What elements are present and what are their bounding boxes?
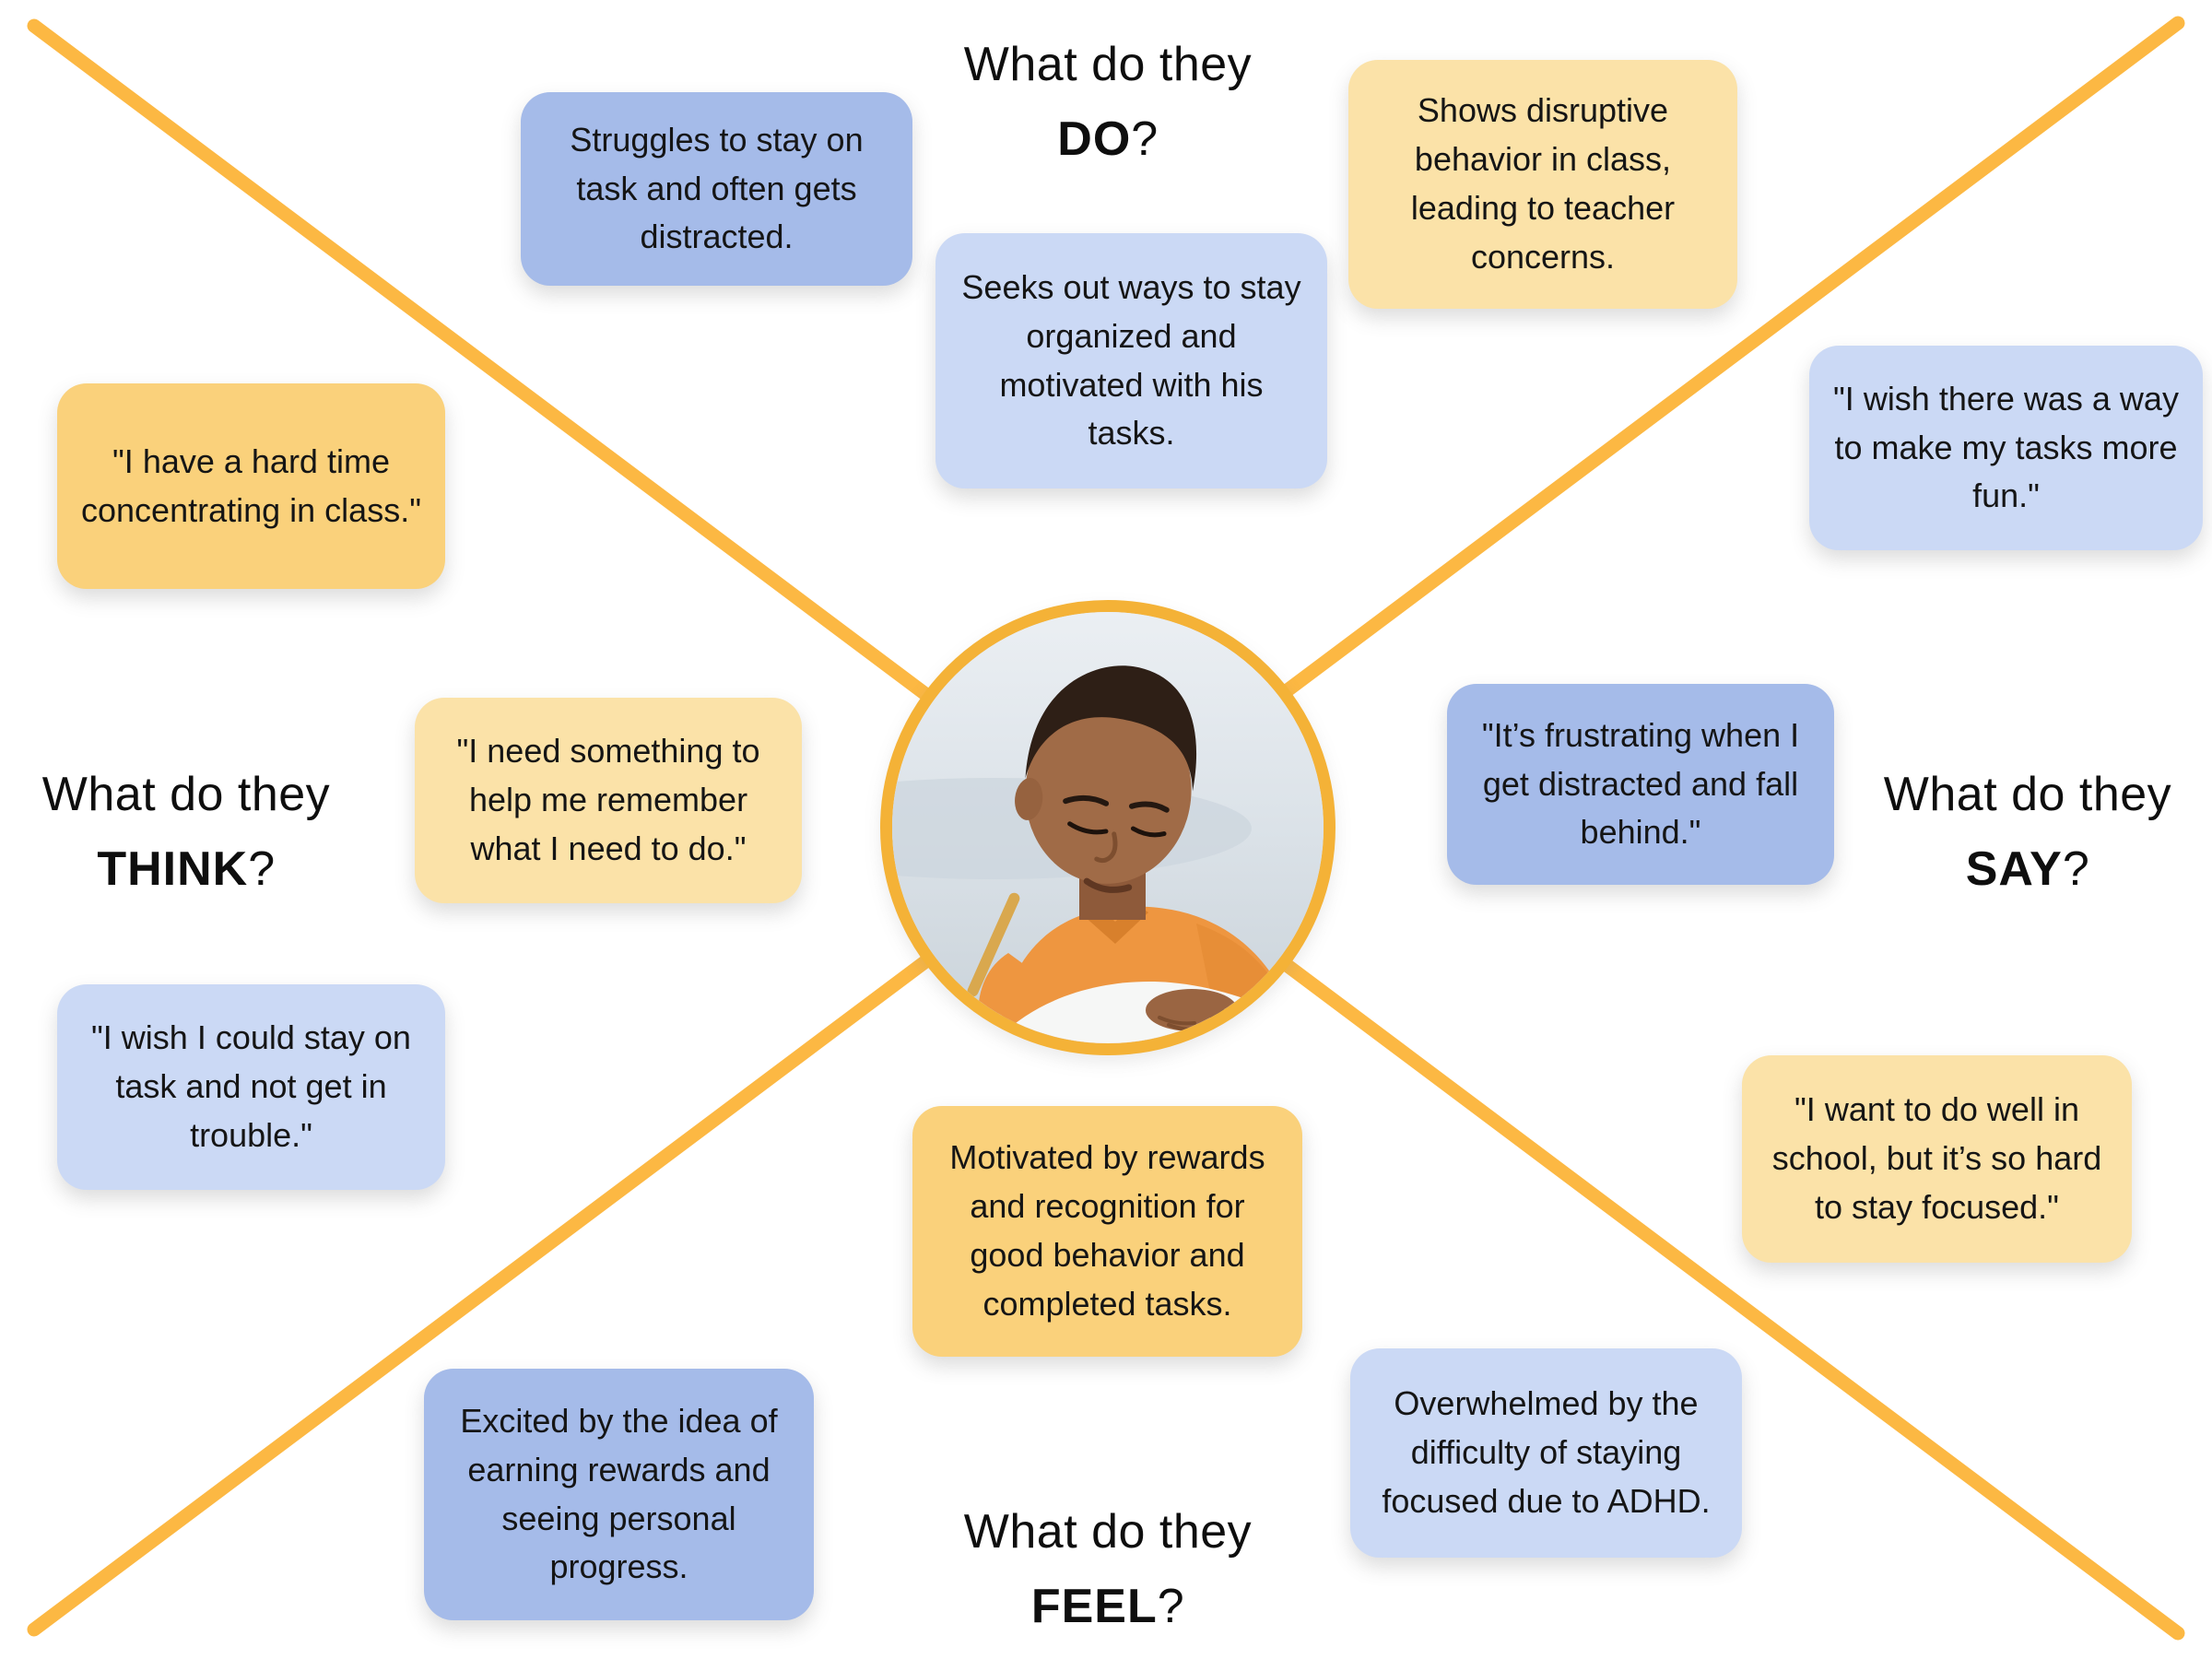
card-feel-2: Excited by the idea of earning rewards a… — [424, 1369, 814, 1620]
card-say-3-text: "I want to do well in school, but it’s s… — [1771, 1090, 2102, 1226]
card-think-2: "I need something to help me remember wh… — [415, 698, 802, 903]
card-do-2: Seeks out ways to stay organized and mot… — [935, 233, 1327, 488]
quadrant-label-say: What do they SAY? — [1834, 758, 2212, 906]
label-do-qmark: ? — [1131, 112, 1159, 166]
card-think-2-text: "I need something to help me remember wh… — [456, 732, 760, 867]
label-say-keyword: SAY — [1965, 841, 2063, 896]
card-say-1-text: "I wish there was a way to make my tasks… — [1833, 379, 2179, 515]
card-feel-1: Motivated by rewards and recognition for… — [912, 1106, 1302, 1357]
quadrant-label-feel: What do they FEEL? — [914, 1495, 1301, 1643]
card-say-2-text: "It’s frustrating when I get distracted … — [1481, 715, 1800, 852]
label-think-keyword: THINK — [97, 841, 249, 896]
label-feel-keyword: FEEL — [1030, 1579, 1158, 1633]
card-do-2-text: Seeks out ways to stay organized and mot… — [961, 267, 1301, 453]
card-say-2: "It’s frustrating when I get distracted … — [1447, 684, 1834, 885]
card-say-1: "I wish there was a way to make my tasks… — [1809, 346, 2203, 550]
card-do-1-text: Struggles to stay on task and often gets… — [570, 120, 864, 256]
card-do-3: Shows disruptive behavior in class, lead… — [1348, 60, 1737, 309]
center-photo-frame — [880, 600, 1335, 1055]
card-feel-2-text: Excited by the idea of earning rewards a… — [460, 1401, 778, 1586]
quadrant-label-do: What do they DO? — [914, 28, 1301, 176]
card-think-3-text: "I wish I could stay on task and not get… — [91, 1018, 411, 1154]
quadrant-label-think: What do they THINK? — [0, 758, 380, 906]
card-feel-3: Overwhelmed by the difficulty of staying… — [1350, 1348, 1742, 1558]
card-feel-3-text: Overwhelmed by the difficulty of staying… — [1382, 1384, 1711, 1520]
card-do-1: Struggles to stay on task and often gets… — [521, 92, 912, 286]
card-think-1-text: "I have a hard time concentrating in cla… — [81, 441, 421, 529]
label-say-prefix: What do they — [1883, 768, 2172, 821]
card-feel-1-text: Motivated by rewards and recognition for… — [949, 1138, 1265, 1323]
card-say-3: "I want to do well in school, but it’s s… — [1742, 1055, 2132, 1263]
label-do-prefix: What do they — [963, 38, 1253, 91]
child-writing-photo — [892, 612, 1324, 1043]
label-feel-qmark: ? — [1157, 1579, 1185, 1633]
card-think-3: "I wish I could stay on task and not get… — [57, 984, 445, 1190]
label-think-prefix: What do they — [41, 768, 331, 821]
label-feel-prefix: What do they — [963, 1505, 1253, 1559]
card-think-1: "I have a hard time concentrating in cla… — [57, 383, 445, 589]
label-think-qmark: ? — [248, 841, 276, 896]
label-say-qmark: ? — [2062, 841, 2090, 896]
card-do-3-text: Shows disruptive behavior in class, lead… — [1410, 91, 1676, 276]
label-do-keyword: DO — [1057, 112, 1132, 166]
